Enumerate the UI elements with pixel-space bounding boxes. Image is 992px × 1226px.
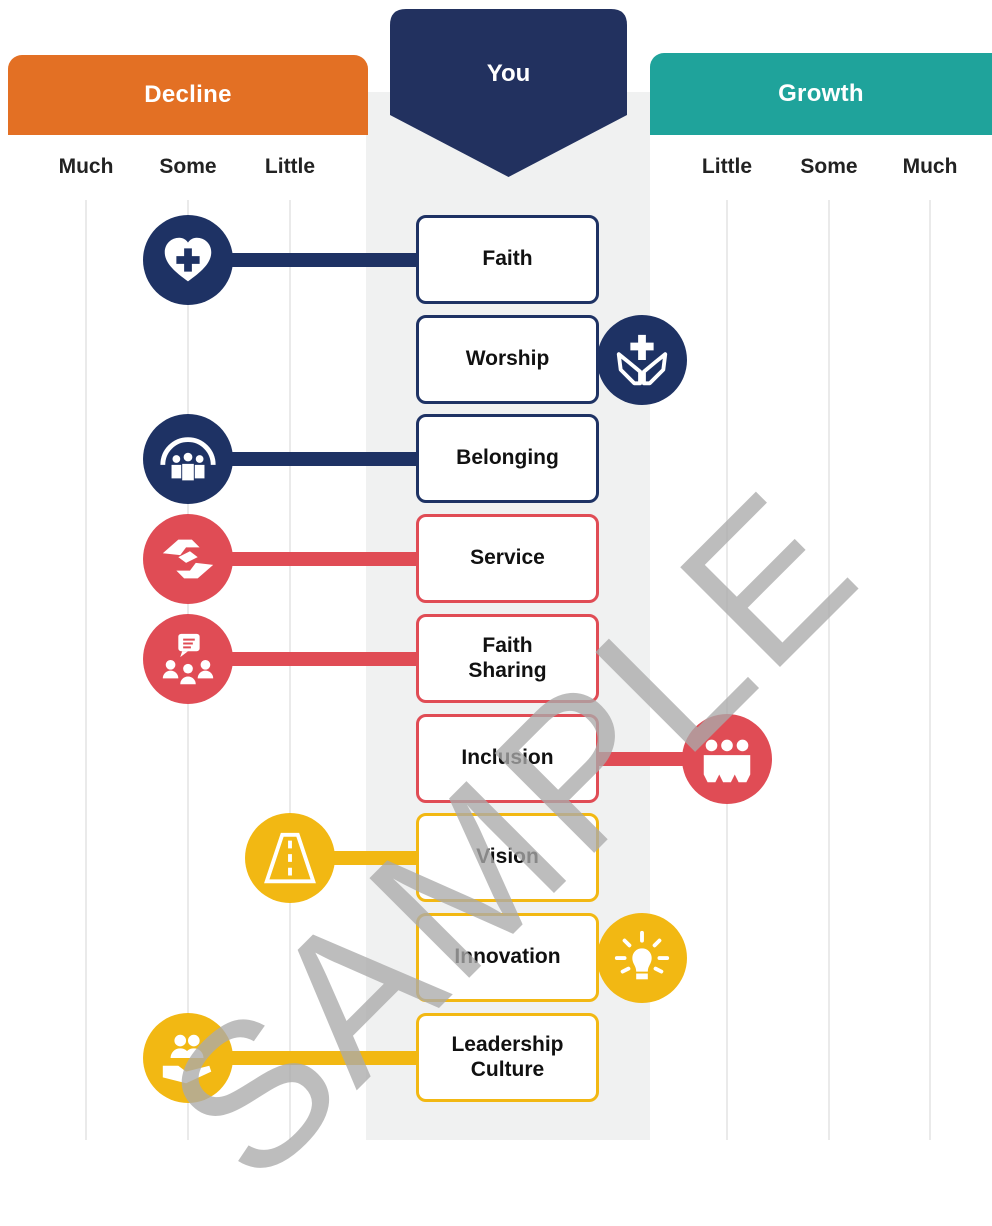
helping-hands-icon [162,539,214,578]
praying-hands-icon [616,334,668,385]
you-banner-shape [390,9,627,177]
heart-cross-icon [164,237,212,281]
marker-circle [597,314,687,405]
chart: Decline Growth You Much Some Little Litt… [8,9,992,1223]
connector-line [188,651,416,666]
community-icon [160,436,216,480]
growth-level-little: Little [701,155,753,178]
attribute-box: Service [416,514,599,603]
you-label: You [486,60,531,87]
speech-people-icon [162,633,214,684]
attribute-box: Faith Sharing [416,614,599,703]
marker-circle [143,613,233,704]
marker-circle [245,812,335,903]
growth-level-some: Some [800,155,858,178]
marker-circle [143,1012,233,1103]
attribute-box: Leadership Culture [416,1013,599,1102]
connector-line [188,252,416,267]
lightbulb-icon [614,930,670,979]
attribute-box: Inclusion [416,714,599,803]
attribute-box: Innovation [416,913,599,1002]
marker-circle [682,713,772,804]
attribute-box: Vision [416,813,599,902]
hand-people-icon [162,1034,212,1083]
marker-circle [143,214,233,305]
connector-line [188,1050,416,1065]
you-banner [390,9,627,177]
group-icon [703,739,751,782]
decline-level-much: Much [58,155,114,178]
decline-level-some: Some [159,155,217,178]
decline-header: Decline [8,55,368,135]
attribute-box: Worship [416,315,599,404]
decline-level-little: Little [264,155,316,178]
attribute-box: Belonging [416,414,599,503]
growth-level-much: Much [902,155,958,178]
road-icon [264,832,316,883]
attribute-box: Faith [416,215,599,304]
marker-circle [597,912,687,1003]
marker-circle [143,513,233,604]
marker-circle [143,413,233,504]
connector-line [188,551,416,566]
growth-header: Growth [650,53,992,135]
connector-line [188,451,416,466]
